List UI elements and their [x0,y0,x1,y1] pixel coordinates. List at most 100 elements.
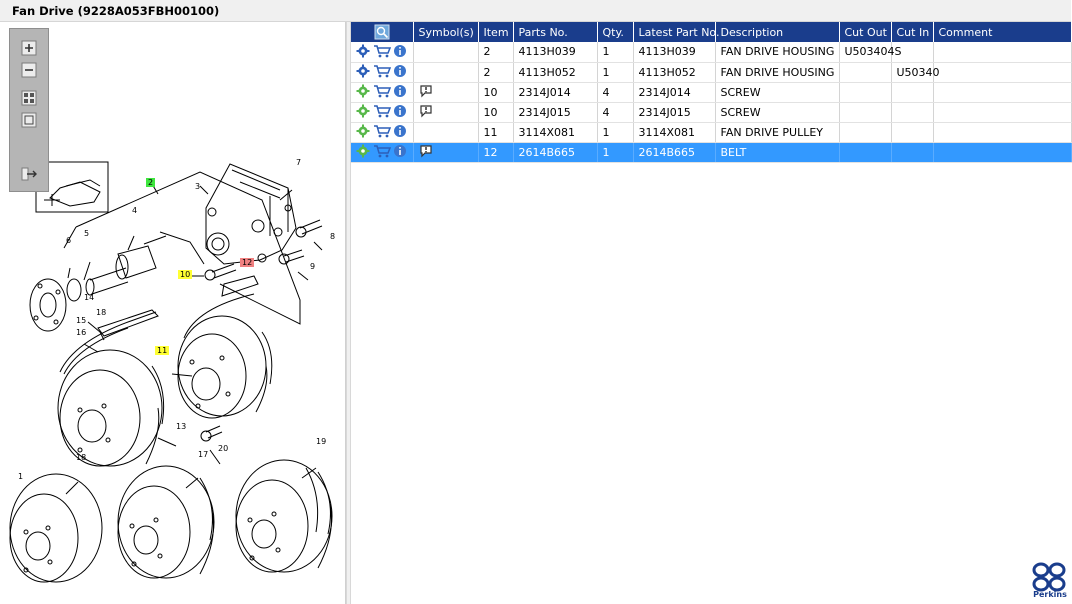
column-header-cut-out[interactable]: Cut Out [839,22,892,42]
cell-parts-no: 4113H052 [513,62,598,83]
callout-11[interactable]: 11 [155,346,170,355]
fit-all-button[interactable] [20,89,38,107]
cell-latest-part-no: 2314J015 [633,102,716,123]
bolt-9 [283,249,305,263]
callout-16[interactable]: 16 [76,328,87,337]
add-to-cart-icon[interactable] [373,144,391,160]
info-icon[interactable] [393,64,408,80]
belt-14 [59,311,157,373]
belt-18 [97,309,159,337]
oil-seal [66,278,82,302]
cell-symbols [413,82,479,103]
callout-14[interactable]: 14 [84,293,95,302]
info-icon[interactable] [393,84,408,100]
parts-table: Symbol(s) Item Parts No. Qty. Latest Par… [351,22,1072,163]
zoom-out-button[interactable] [20,61,38,79]
callout-20[interactable]: 20 [218,444,229,453]
cell-cut-in [891,142,934,163]
callout-13[interactable]: 13 [176,422,187,431]
cell-symbols [413,142,479,163]
cell-qty: 4 [597,82,634,103]
export-button[interactable] [20,165,38,183]
callout-15[interactable]: 15 [76,316,87,325]
callout-12[interactable]: 12 [240,258,255,267]
callout-2[interactable]: 2 [146,178,156,187]
cell-cut-in [891,122,934,143]
callout-3[interactable]: 3 [195,182,201,191]
callout-10[interactable]: 10 [178,270,193,279]
callout-5[interactable]: 5 [84,229,90,238]
callout-17[interactable]: 17 [198,450,209,459]
column-header-actions[interactable] [351,22,414,42]
cell-qty: 1 [597,142,634,163]
zoom-in-button[interactable] [20,39,38,57]
callout-18-top[interactable]: 18 [96,308,107,317]
callout-8[interactable]: 8 [330,232,336,241]
column-header-cut-in[interactable]: Cut In [891,22,934,42]
cell-parts-no: 2614B665 [513,142,598,163]
comment-bubble-icon[interactable] [419,144,435,160]
search-parts-icon[interactable] [374,24,390,40]
cell-symbols [413,102,479,123]
callout-18[interactable]: 18 [76,453,87,462]
fit-window-button[interactable] [20,111,38,129]
column-header-latest-part-no[interactable]: Latest Part No. [633,22,719,42]
cell-cut-out [839,62,892,83]
column-header-item[interactable]: Item [478,22,514,42]
fit-window-icon [21,112,37,128]
green-gear-icon[interactable] [356,124,371,140]
cell-comment [933,42,1072,63]
pulley-17 [117,465,215,579]
callout-9[interactable]: 9 [310,262,316,271]
green-gear-icon[interactable] [356,144,371,160]
column-header-symbols[interactable]: Symbol(s) [413,22,479,42]
pane-splitter[interactable] [346,22,351,604]
add-to-cart-icon[interactable] [373,84,391,100]
column-header-parts-no[interactable]: Parts No. [513,22,598,42]
blue-gear-icon[interactable] [356,44,371,60]
comment-bubble-icon[interactable] [419,104,435,120]
cell-cut-out [839,82,892,103]
callout-6[interactable]: 6 [66,236,72,245]
cell-symbols [413,122,479,143]
green-gear-icon[interactable] [356,104,371,120]
perkins-logo-text: Perkins [1033,590,1067,599]
add-to-cart-icon[interactable] [373,124,391,140]
cell-qty: 4 [597,102,634,123]
pulley-11 [177,315,267,417]
callout-19[interactable]: 19 [316,437,327,446]
cell-latest-part-no: 2314J014 [633,82,716,103]
cell-cut-in [891,82,934,103]
info-icon[interactable] [393,104,408,120]
comment-bubble-icon[interactable] [419,84,435,100]
callout-1[interactable]: 1 [18,472,24,481]
zoom-in-icon [21,40,37,56]
callout-4[interactable]: 4 [132,206,138,215]
info-icon[interactable] [393,44,408,60]
column-header-qty[interactable]: Qty. [597,22,634,42]
fit-all-icon [21,90,37,106]
row-actions [351,142,414,163]
info-icon[interactable] [393,144,408,160]
blue-gear-icon[interactable] [356,64,371,80]
table-header-row: Symbol(s) Item Parts No. Qty. Latest Par… [351,22,1072,42]
cell-parts-no: 3114X081 [513,122,598,143]
callout-7[interactable]: 7 [296,158,302,167]
column-header-comment[interactable]: Comment [933,22,1072,42]
diagram-pane[interactable]: 2 3 4 5 6 7 8 9 10 12 11 13 14 15 16 18 … [0,22,346,604]
add-to-cart-icon[interactable] [373,64,391,80]
exploded-diagram[interactable] [0,22,346,604]
add-to-cart-icon[interactable] [373,44,391,60]
column-header-description[interactable]: Description [715,22,840,42]
cell-description: FAN DRIVE HOUSING [715,42,840,63]
add-to-cart-icon[interactable] [373,104,391,120]
green-gear-icon[interactable] [356,84,371,100]
info-icon[interactable] [393,124,408,140]
cell-item: 2 [478,42,514,63]
